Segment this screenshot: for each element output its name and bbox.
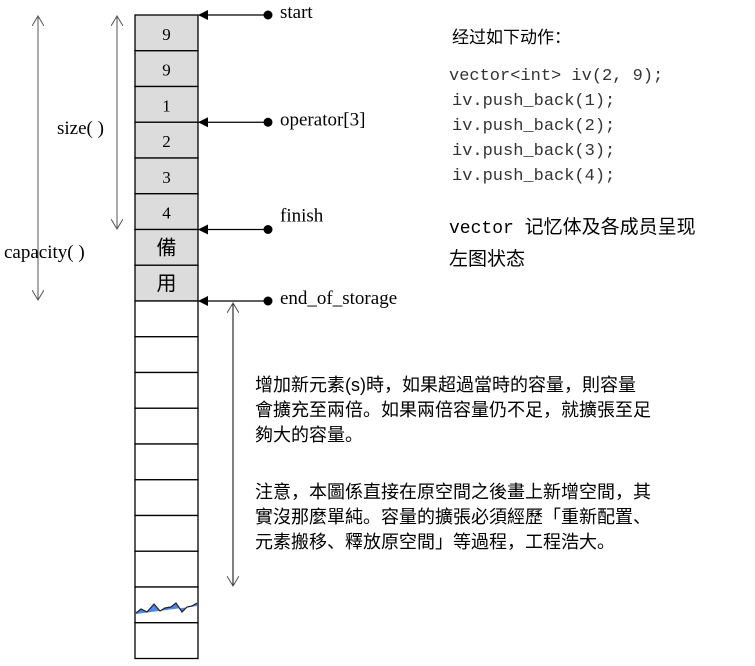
vector-cell	[134, 50, 199, 88]
caption-rest: 记忆体及各成员呈现	[525, 216, 696, 238]
code-line: vector<int> iv(2, 9);	[449, 67, 663, 86]
cell-value: 4	[162, 204, 171, 223]
cell-value: 1	[162, 96, 171, 115]
cell-value: 備	[157, 236, 177, 259]
vector-cell	[134, 14, 199, 52]
code-heading: 经过如下动作：	[452, 28, 571, 47]
note-line: 會擴充至兩倍。如果兩倍容量仍不足，就擴張至足	[255, 400, 651, 420]
cell-value: 3	[162, 168, 171, 187]
vector-cell	[134, 622, 199, 660]
continuation-wave-line	[135, 602, 198, 614]
vector-cells: 9 9 1 2 3 4 備用	[134, 14, 199, 660]
pointer-label: finish	[280, 206, 324, 227]
note-line: 增加新元素(s)時，如果超過當時的容量，則容量	[255, 375, 636, 395]
capacity-label: capacity( )	[4, 242, 85, 263]
note-line: 實沒那麼單純。容量的擴張必須經歷「重新配置、	[255, 507, 651, 527]
pointer-dot-icon	[263, 296, 273, 306]
vector-cell	[134, 407, 199, 445]
vector-cell	[134, 300, 199, 338]
code-line: iv.push_back(4);	[452, 167, 615, 186]
code-line: iv.push_back(1);	[452, 92, 615, 111]
pointer-dot-icon	[263, 10, 273, 20]
vector-cell	[134, 550, 199, 588]
pointer-label: end_of_storage	[280, 288, 397, 309]
code-line: iv.push_back(2);	[452, 117, 615, 136]
size-label: size( )	[57, 118, 104, 139]
note-line: 注意，本圖係直接在原空間之後畫上新增空間，其	[255, 482, 651, 502]
pointer-dot-icon	[263, 117, 273, 127]
pointer-label: operator[3]	[280, 109, 365, 130]
note-line: 元素搬移、釋放原空間」等過程，工程浩大。	[255, 532, 615, 552]
vector-cell	[134, 443, 199, 481]
vector-cell	[134, 479, 199, 517]
code-lines: vector<int> iv(2, 9); iv.push_back(1); iv.…	[449, 67, 663, 186]
vector-cell	[134, 121, 199, 159]
pointer-label: start	[280, 2, 313, 23]
cell-value: 用	[157, 273, 177, 295]
vector-cell	[134, 336, 199, 374]
vector-cell	[134, 586, 199, 624]
vector-cell	[134, 514, 199, 552]
vector-cell	[134, 371, 199, 409]
note-line: 夠大的容量。	[255, 425, 363, 445]
code-caption: vector 记忆体及各成员呈现	[449, 216, 696, 239]
cell-value: 2	[162, 132, 171, 151]
pointer-dot-icon	[263, 225, 273, 234]
cell-value: 9	[162, 61, 171, 80]
cell-value: 9	[162, 25, 171, 44]
code-caption-line2: 左图状态	[449, 248, 525, 270]
vector-cell	[134, 193, 199, 231]
code-line: iv.push_back(3);	[452, 142, 615, 161]
vector-cell	[134, 264, 199, 302]
caption-prefix: vector	[449, 219, 514, 239]
pointer-arrows: start operator[3] finish end_of_storage	[198, 2, 397, 309]
notes-text: 增加新元素(s)時，如果超過當時的容量，則容量會擴充至兩倍。如果兩倍容量仍不足，…	[255, 375, 651, 552]
